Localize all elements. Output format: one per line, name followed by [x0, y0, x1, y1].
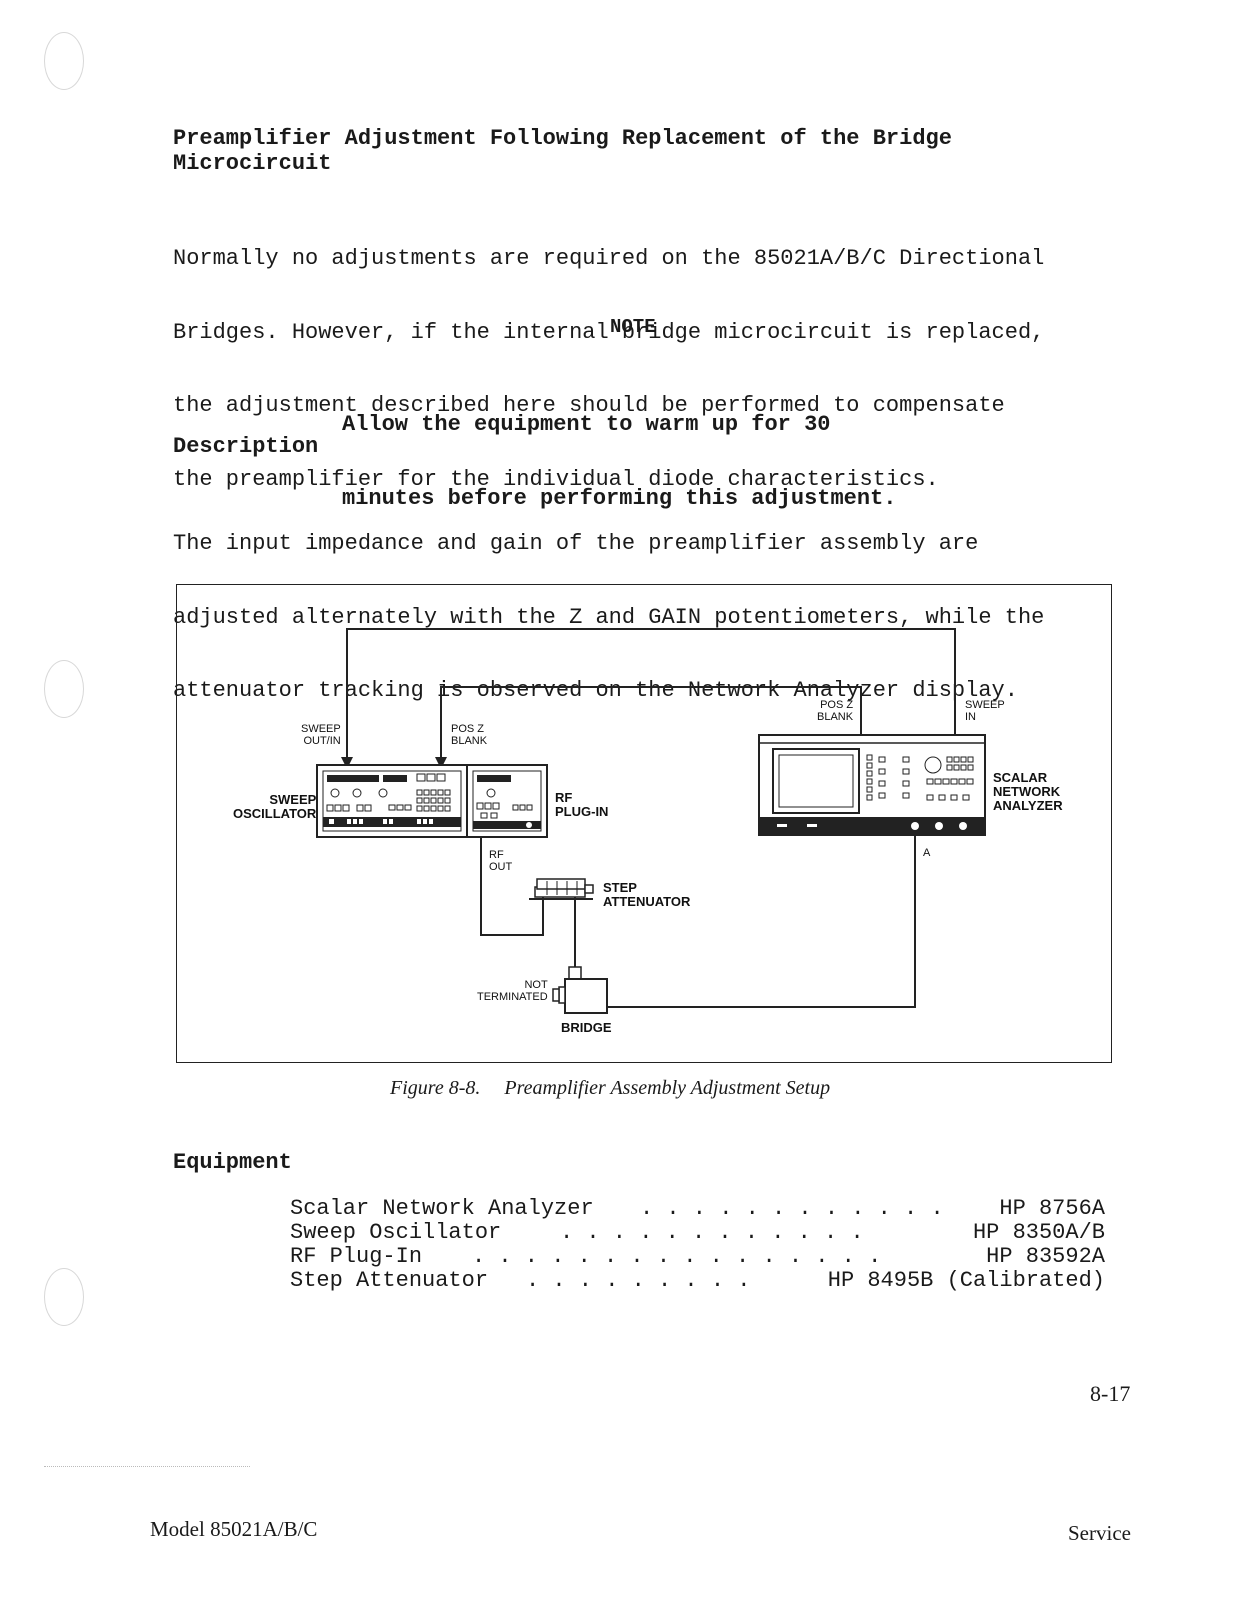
- figure-caption-number: Figure 8-8.: [390, 1077, 481, 1099]
- note-body: Allow the equipment to warm up for 30 mi…: [342, 364, 897, 536]
- label-bridge: BRIDGE: [561, 1020, 612, 1035]
- figure-caption-title: Preamplifier Assembly Adjustment Setup: [504, 1077, 831, 1099]
- label-port-a: A: [923, 847, 931, 859]
- equipment-row: Sweep Oscillator . . . . . . . . . . . .…: [290, 1220, 1105, 1245]
- equipment-row: Step Attenuator . . . . . . . . . HP 849…: [290, 1268, 1105, 1293]
- label-pos-z-blank-left: POS Z BLANK: [451, 723, 488, 747]
- cable-sweep: [346, 628, 956, 765]
- binder-hole-middle: [44, 660, 84, 718]
- label-scalar-network-analyzer: SCALAR NETWORK ANALYZER: [993, 770, 1063, 813]
- label-not-terminated: NOT TERMINATED: [477, 979, 548, 1003]
- label-sweep-in: SWEEP IN: [965, 699, 1005, 723]
- section-heading-line-1: Preamplifier Adjustment Following Replac…: [173, 126, 952, 151]
- equipment-name: Step Attenuator: [290, 1268, 489, 1293]
- scalar-network-analyzer-instrument: [758, 734, 986, 836]
- figure-caption: Figure 8-8. Preamplifier Assembly Adjustm…: [390, 1077, 830, 1100]
- label-pos-z-blank-right: POS Z BLANK: [817, 699, 854, 723]
- intro-line: the adjustment described here should be …: [173, 393, 1005, 418]
- description-heading: Description: [173, 434, 319, 459]
- description-line: The input impedance and gain of the prea…: [173, 531, 979, 556]
- setup-diagram: [316, 628, 986, 1014]
- equipment-dots: . . . . . . . . . . . . . . . .: [472, 1244, 882, 1269]
- figure-frame: SWEEP OUT/IN POS Z BLANK POS Z BLANK SWE…: [176, 584, 1112, 1063]
- intro-paragraph: Normally no adjustments are required on …: [173, 198, 1044, 517]
- equipment-dots: . . . . . . . . .: [526, 1268, 751, 1293]
- equipment-name: Scalar Network Analyzer: [290, 1196, 594, 1221]
- cable-bridge-port-a: [607, 825, 916, 1008]
- description-line: adjusted alternately with the Z and GAIN…: [173, 604, 1045, 630]
- binder-hole-bottom: [44, 1268, 84, 1326]
- sweep-oscillator-instrument: [316, 764, 468, 838]
- equipment-dots: . . . . . . . . . . . .: [560, 1220, 864, 1245]
- equipment-model: HP 8350A/B: [972, 1220, 1105, 1245]
- equipment-row: RF Plug-In . . . . . . . . . . . . . . .…: [290, 1244, 1105, 1269]
- cable-pos-z: [440, 686, 862, 765]
- equipment-model: HP 8756A: [999, 1196, 1105, 1221]
- equipment-dots: . . . . . . . . . . . .: [640, 1196, 944, 1221]
- note-line: Allow the equipment to warm up for 30: [342, 412, 831, 437]
- equipment-row: Scalar Network Analyzer . . . . . . . . …: [290, 1196, 1105, 1221]
- equipment-name: Sweep Oscillator: [290, 1220, 502, 1245]
- intro-line: Bridges. However, if the internal bridge…: [173, 319, 1045, 345]
- description-line: attenuator tracking is observed on the N…: [173, 678, 1018, 703]
- equipment-model: HP 83592A: [986, 1244, 1105, 1269]
- description-paragraph: The input impedance and gain of the prea…: [173, 483, 1044, 728]
- step-attenuator-instrument: [529, 878, 594, 900]
- bridge-device: [552, 966, 608, 1014]
- equipment-name: RF Plug-In: [290, 1244, 423, 1269]
- equipment-heading: Equipment: [173, 1150, 292, 1175]
- label-rf-plug-in: RF PLUG-IN: [555, 790, 609, 819]
- binder-hole-top: [44, 32, 84, 90]
- page-number: 8-17: [1090, 1381, 1131, 1406]
- note-line: minutes before performing this adjustmen…: [342, 485, 897, 511]
- equipment-model: HP 8495B (Calibrated): [827, 1268, 1105, 1293]
- section-heading-line-2: Microcircuit: [173, 151, 332, 176]
- label-sweep-oscillator: SWEEP OSCILLATOR: [233, 792, 317, 821]
- label-rf-out: RF OUT: [489, 849, 513, 873]
- note-title: NOTE: [610, 316, 656, 338]
- footer-model: Model 85021A/B/C: [150, 1517, 318, 1541]
- section-heading: Preamplifier Adjustment Following Replac…: [173, 126, 952, 176]
- faint-rule: [44, 1466, 250, 1467]
- label-step-attenuator: STEP ATTENUATOR: [603, 880, 691, 909]
- footer-service: Service: [1068, 1521, 1131, 1545]
- intro-line: the preamplifier for the individual diod…: [173, 466, 939, 492]
- rf-plug-in-instrument: [466, 764, 548, 838]
- intro-line: Normally no adjustments are required on …: [173, 246, 1045, 271]
- label-sweep-out-in: SWEEP OUT/IN: [301, 723, 341, 747]
- cable-rf-out: [480, 833, 544, 936]
